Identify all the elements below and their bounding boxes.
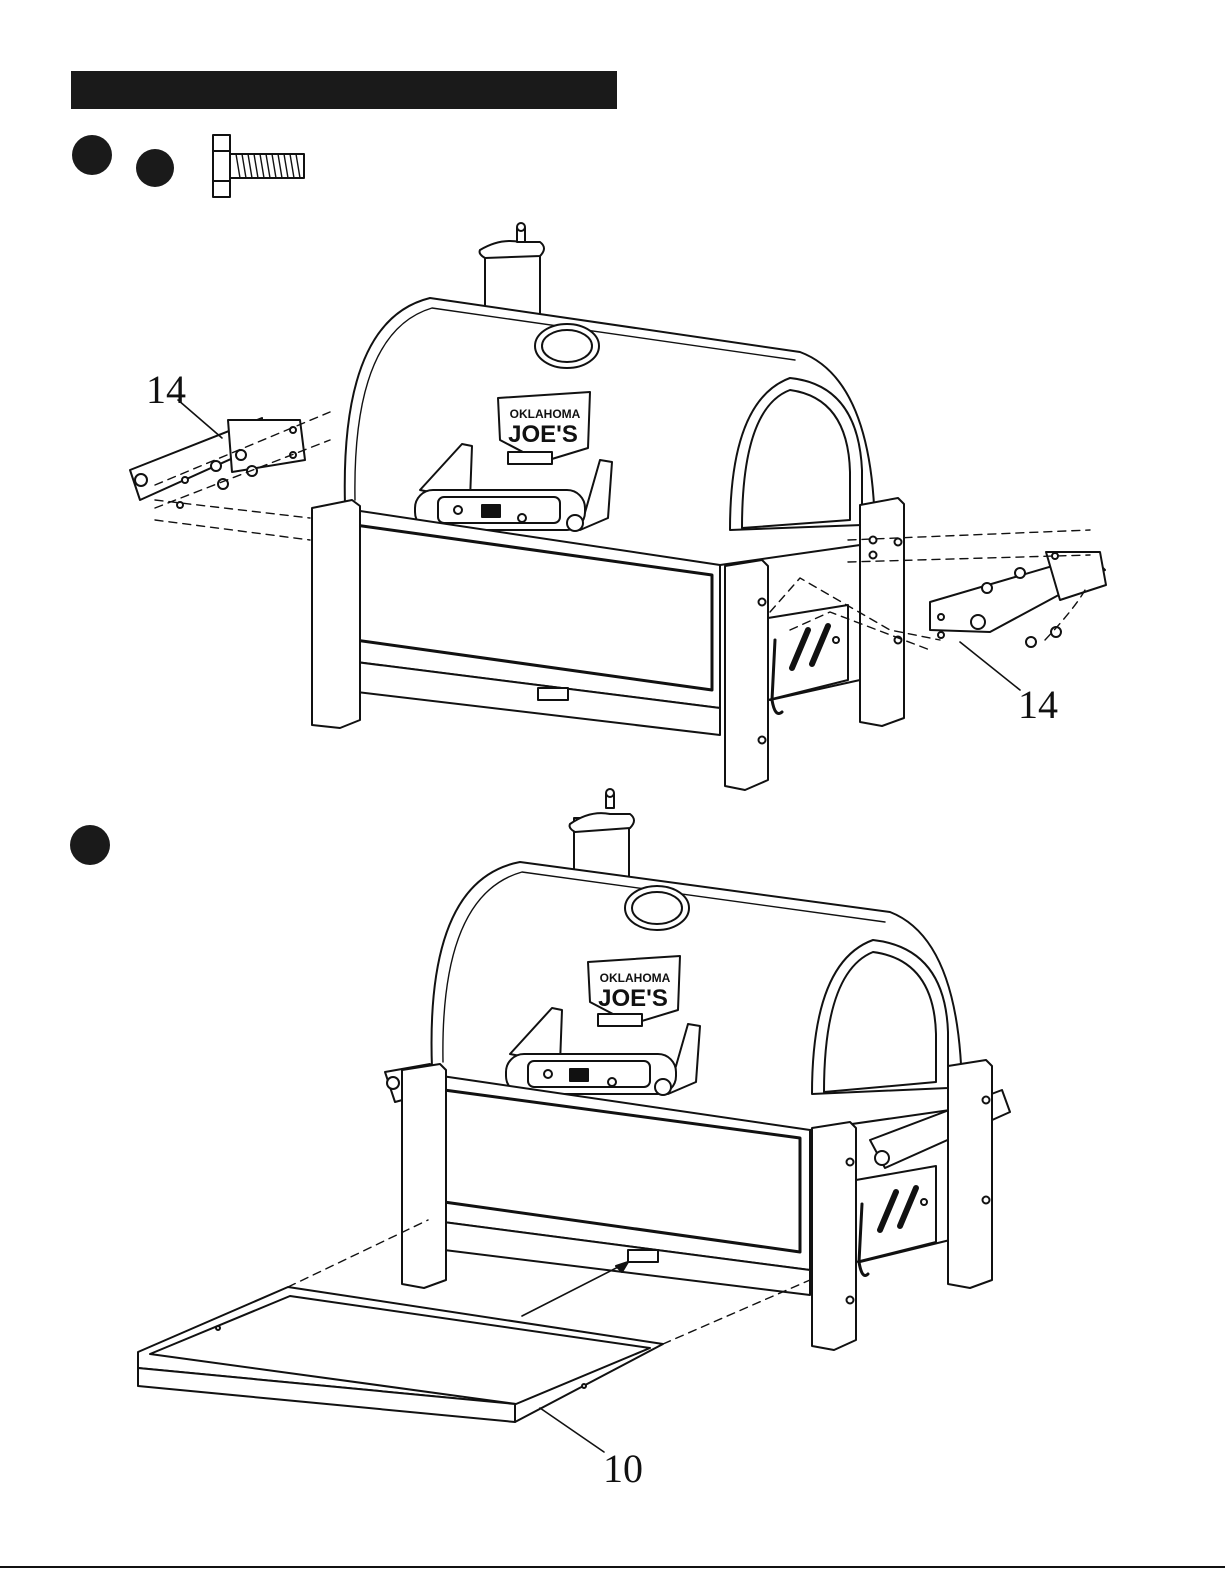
- svg-text:OKLAHOMA: OKLAHOMA: [510, 407, 581, 421]
- svg-text:JOE'S: JOE'S: [598, 985, 668, 1012]
- front-shelf: [138, 1287, 663, 1422]
- callout-14-right: 14: [1018, 682, 1058, 727]
- svg-text:JOE'S: JOE'S: [508, 421, 578, 448]
- grill-bottom-assembly: OKLAHOMA JOE'S: [138, 789, 1010, 1452]
- side-handle-right: [930, 552, 1106, 647]
- grill-top-assembly: OKLAHOMA JOE'S: [130, 223, 1106, 790]
- svg-text:OKLAHOMA: OKLAHOMA: [600, 971, 671, 985]
- callout-14-left: 14: [146, 367, 186, 412]
- page-footer-rule: [0, 1566, 1225, 1568]
- callout-10: 10: [603, 1446, 643, 1491]
- bolt-icon: [213, 135, 304, 197]
- side-handle-left: [130, 418, 305, 508]
